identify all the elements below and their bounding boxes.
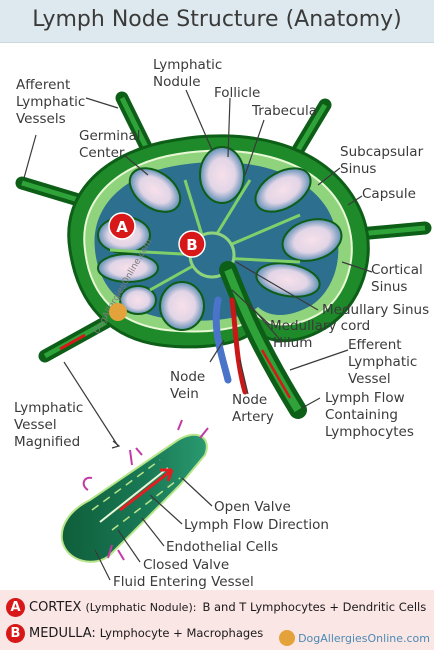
magnified-leader-lines [94, 477, 213, 581]
leader-lines [23, 89, 373, 449]
label-medullary-sinus: Medullary Sinus [322, 302, 430, 318]
label-hilum: Hilum [273, 335, 313, 351]
marker-b: B [178, 230, 206, 258]
legend-cortex-key: CORTEX [29, 599, 82, 615]
legend-row-cortex: A CORTEX (Lymphatic Nodule): B and T Lym… [6, 596, 426, 618]
brand-text: DogAllergiesOnline.com [298, 631, 430, 645]
brand-logo[interactable]: DogAllergiesOnline.com [279, 630, 430, 646]
label-germinal-center: Germinal Center [79, 128, 141, 161]
legend-badge-b: B [6, 623, 25, 643]
svg-text:A: A [116, 218, 128, 236]
label-lymph-flow: Lymph Flow Containing Lymphocytes [325, 390, 414, 440]
node-artery [229, 297, 248, 395]
efferent-vessel [219, 261, 307, 419]
label-node-artery: Node Artery [232, 392, 274, 425]
label-node-vein: Node Vein [170, 369, 206, 402]
label-lymphatic-nodule: Lymphatic Nodule [153, 57, 223, 90]
watermark-dog-icon [109, 303, 127, 321]
label-endothelial-cells: Endothelial Cells [166, 539, 279, 555]
label-fluid-entering-vessel: Fluid Entering Vessel [113, 574, 254, 590]
label-medullary-cord: Medullary cord [270, 318, 371, 334]
label-capsule: Capsule [362, 186, 416, 202]
label-cortical-sinus: Cortical Sinus [371, 262, 423, 295]
legend-badge-a: A [6, 597, 25, 617]
marker-a: A [108, 212, 136, 240]
label-follicle: Follicle [214, 85, 261, 101]
label-lymph-flow-direction: Lymph Flow Direction [184, 517, 329, 533]
legend-cortex-desc: B and T Lymphocytes + Dendritic Cells [202, 600, 427, 614]
page-title: Lymph Node Structure (Anatomy) [32, 7, 402, 32]
label-afferent-lymphatic-vessels: Afferent Lymphatic Vessels [16, 77, 86, 127]
label-efferent-lymphatic-vessel: Efferent Lymphatic Vessel [348, 337, 418, 387]
label-lymphatic-vessel-magnified: Lymphatic Vessel Magnified [14, 400, 84, 450]
node-vein [212, 296, 232, 384]
title-bar: Lymph Node Structure (Anatomy) [0, 0, 434, 43]
legend: A CORTEX (Lymphatic Nodule): B and T Lym… [0, 590, 434, 650]
svg-text:B: B [186, 236, 197, 254]
label-subcapsular-sinus: Subcapsular Sinus [340, 144, 424, 177]
label-closed-valve: Closed Valve [143, 557, 230, 573]
legend-medulla-desc: Lymphocyte + Macrophages [99, 626, 264, 640]
legend-row-medulla: B MEDULLA: Lymphocyte + Macrophages [6, 622, 263, 644]
dog-icon [279, 630, 296, 646]
label-trabecula: Trabecula [252, 103, 317, 119]
magnified-vessel [60, 419, 209, 563]
afferent-vessel-bottom-left [38, 313, 117, 363]
lymph-node-diagram: DogAllergiesOnline.com A B [15, 89, 432, 581]
legend-cortex-sub: (Lymphatic Nodule): [85, 600, 197, 614]
legend-medulla-key: MEDULLA: [29, 625, 96, 641]
label-open-valve: Open Valve [214, 499, 291, 515]
